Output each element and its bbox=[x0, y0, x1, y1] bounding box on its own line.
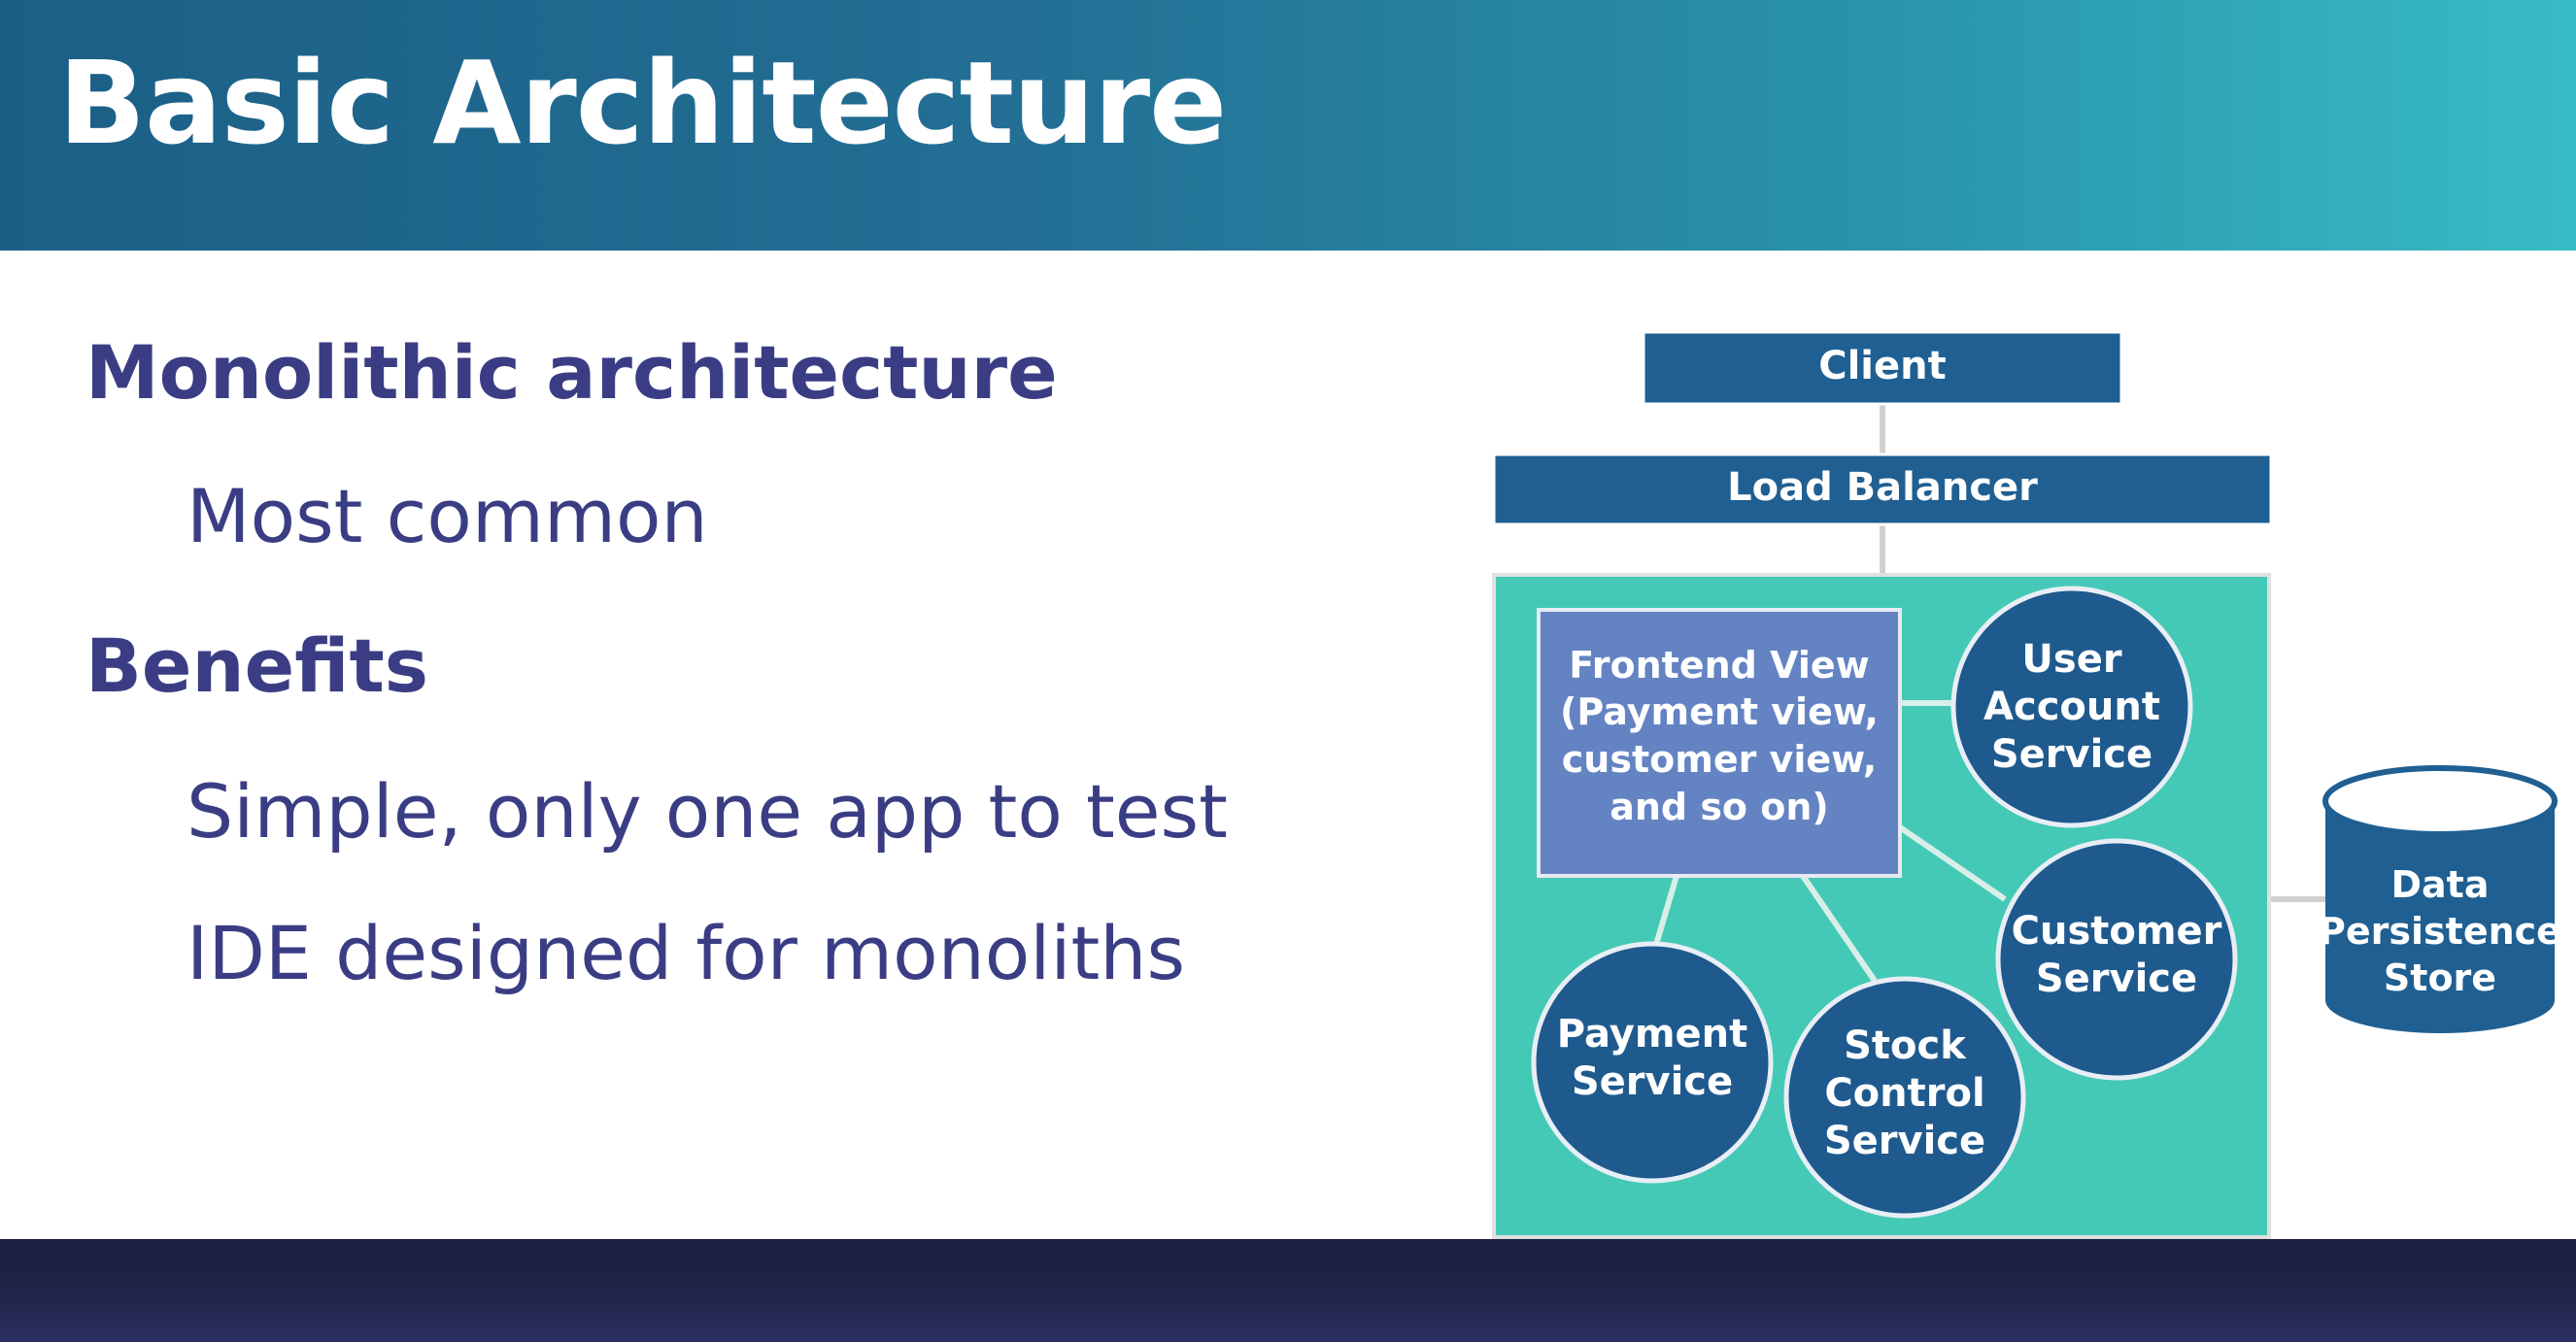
stock-line-3: Service bbox=[1824, 1119, 1985, 1163]
customer-line-1: Customer bbox=[2012, 909, 2222, 954]
cylinder-body bbox=[2325, 801, 2555, 1033]
cylinder-top bbox=[2322, 765, 2558, 837]
customer-line-2: Service bbox=[2036, 956, 2197, 1001]
frontend-to-payment-connector bbox=[1652, 875, 1679, 949]
stock-line-2: Control bbox=[1824, 1071, 1984, 1116]
footer-bar bbox=[0, 1239, 2576, 1342]
load-balancer-box bbox=[1492, 453, 2273, 526]
bullet-simple-one-app: Simple, only one app to test bbox=[186, 768, 1228, 855]
slide-title: Basic Architecture bbox=[58, 36, 1227, 170]
payment-service-node bbox=[1531, 941, 1774, 1184]
datastore-line-2: Persistence bbox=[2319, 910, 2561, 953]
frontend-line-2: (Payment view, bbox=[1560, 690, 1879, 733]
data-persistence-store-cylinder bbox=[2322, 765, 2558, 1033]
client-label: Client bbox=[1818, 344, 1947, 388]
frontend-line-1: Frontend View bbox=[1569, 644, 1870, 687]
user-account-line-2: Account bbox=[1983, 685, 2160, 729]
datastore-line-3: Store bbox=[2384, 956, 2496, 999]
bullet-ide-monoliths: IDE designed for monoliths bbox=[186, 910, 1186, 996]
bullet-heading-benefits: Benefits bbox=[85, 622, 429, 709]
bullet-most-common: Most common bbox=[186, 473, 708, 559]
stock-line-1: Stock bbox=[1844, 1023, 1967, 1068]
frontend-to-customer-connector bbox=[1898, 824, 2007, 902]
load-balancer-label: Load Balancer bbox=[1727, 465, 2038, 510]
user-account-line-1: User bbox=[2021, 637, 2121, 682]
frontend-to-stock-connector bbox=[1800, 874, 1878, 983]
title-bar bbox=[0, 0, 2576, 251]
bullet-heading-monolithic: Monolithic architecture bbox=[85, 329, 1058, 416]
frontend-line-4: and so on) bbox=[1610, 786, 1829, 828]
user-account-line-3: Service bbox=[1991, 732, 2152, 777]
user-account-service-node bbox=[1950, 586, 2193, 828]
customer-service-node bbox=[1995, 838, 2238, 1081]
payment-line-1: Payment bbox=[1557, 1012, 1747, 1057]
datastore-line-1: Data bbox=[2391, 863, 2490, 906]
payment-line-2: Service bbox=[1572, 1059, 1733, 1104]
frontend-view-box bbox=[1537, 608, 1902, 878]
frontend-line-3: customer view, bbox=[1562, 738, 1877, 781]
client-box bbox=[1642, 330, 2123, 406]
stock-control-service-node bbox=[1783, 976, 2026, 1219]
